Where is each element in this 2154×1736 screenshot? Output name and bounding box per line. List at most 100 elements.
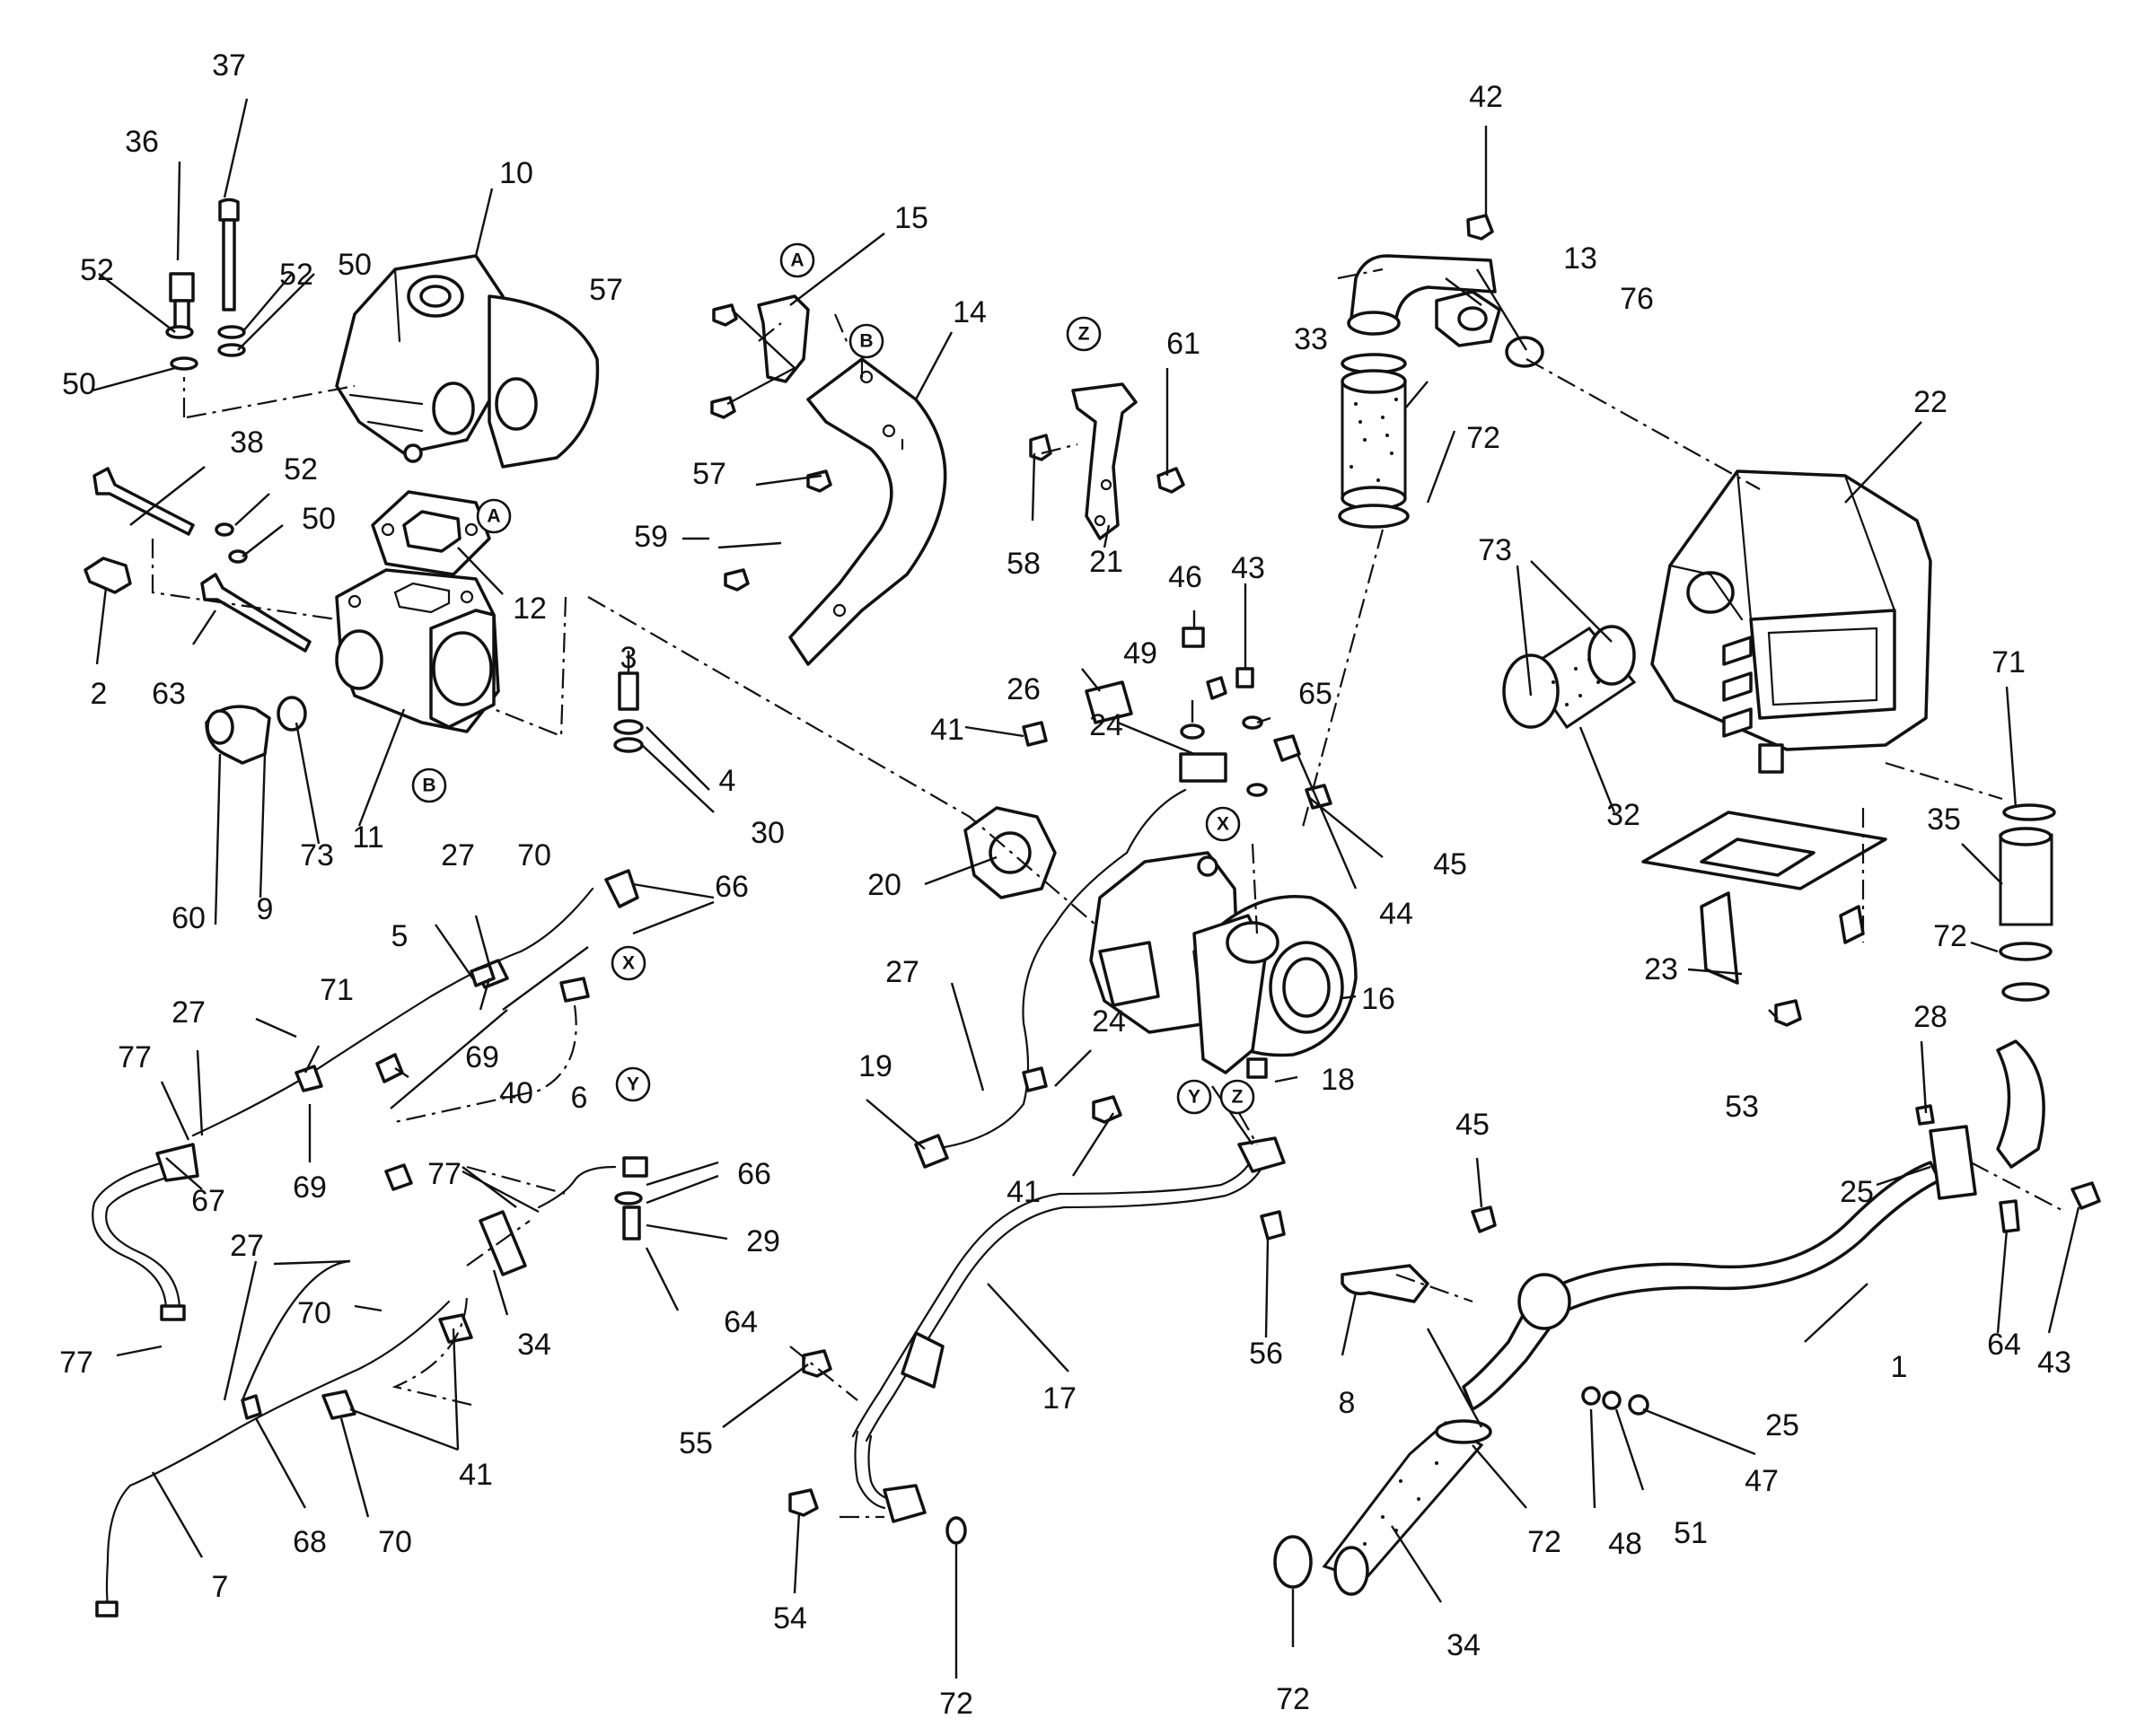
callout-62: 63	[152, 677, 186, 711]
svg-text:A: A	[487, 506, 500, 527]
callout-11: 11	[352, 820, 383, 855]
callout-73: 72	[1466, 421, 1500, 455]
exhaust-pipe-part	[1273, 1039, 2101, 1596]
callout-69: 69	[293, 1170, 327, 1205]
callout-72: 71	[1991, 645, 2026, 679]
svg-text:B: B	[859, 331, 873, 352]
callout-50: 50	[302, 502, 336, 536]
svg-text:Z: Z	[1232, 1087, 1244, 1108]
callout-14: 14	[953, 295, 987, 329]
svg-text:A: A	[790, 250, 804, 271]
callout-28: 28	[1913, 1000, 1947, 1034]
callout-12: 12	[513, 592, 547, 626]
callout-2: 2	[91, 677, 108, 711]
callout-64: 64	[724, 1305, 758, 1339]
callout-25: 25	[1840, 1175, 1874, 1209]
callout-49: 49	[1123, 636, 1157, 671]
turbocharger-part	[1089, 851, 1358, 1079]
callout-9: 9	[257, 892, 274, 926]
callout-72: 72	[1276, 1682, 1310, 1716]
hose-32-part	[1502, 625, 1637, 730]
callout-77: 77	[118, 1040, 152, 1074]
callout-26: 26	[1007, 672, 1041, 706]
callout-71: 71	[320, 973, 354, 1007]
elbow-13-part	[1347, 214, 1544, 368]
fittings-part	[1022, 627, 1332, 810]
callout-15: 15	[894, 201, 928, 235]
callout-52: 52	[279, 258, 313, 292]
hose-36-part	[1999, 803, 2056, 1002]
ref-marker-b: B	[411, 767, 447, 803]
plate-23-part	[1641, 811, 1887, 1027]
callout-27: 27	[441, 838, 475, 872]
callout-71: 70	[517, 838, 551, 872]
manifold-part	[335, 568, 500, 733]
callout-41: 41	[1007, 1175, 1041, 1209]
callout-73: 73	[1478, 533, 1512, 567]
bolts-part	[84, 197, 312, 653]
oil-tube-19-part	[914, 676, 1227, 1169]
reference-markers: A A B B X X Y Y Z Z	[411, 242, 1255, 1115]
callout-66: 66	[715, 870, 749, 904]
callout-66: 66	[737, 1157, 771, 1191]
callout-39: 38	[230, 425, 264, 460]
callout-29: 29	[746, 1224, 780, 1258]
bracket-part	[757, 294, 947, 666]
aftercooler-part	[1650, 469, 1932, 774]
ref-marker-a: A	[779, 242, 815, 278]
callout-50: 50	[62, 367, 96, 401]
callout-22: 22	[1913, 385, 1947, 419]
callout-43: 43	[1231, 551, 1265, 585]
callout-72: 72	[1933, 919, 1967, 953]
callout-1: 1	[1891, 1350, 1908, 1384]
callout-34: 34	[517, 1328, 551, 1362]
callout-48: 48	[1608, 1527, 1642, 1561]
callout-77: 77	[59, 1346, 93, 1380]
ref-marker-z: Z	[1066, 316, 1102, 352]
callout-42: 42	[1469, 80, 1503, 114]
gasket-part	[371, 490, 491, 576]
bracket-21-part	[1029, 382, 1185, 540]
callout-50: 50	[338, 248, 372, 282]
callout-37: 36	[125, 125, 159, 159]
callout-70: 70	[378, 1525, 412, 1559]
callout-25: 25	[1765, 1408, 1799, 1442]
callout-59: 60	[171, 901, 206, 935]
ref-marker-x: X	[1205, 806, 1241, 842]
callout-77: 77	[427, 1157, 462, 1191]
callout-61: 61	[1166, 327, 1200, 361]
callout-68: 68	[293, 1525, 327, 1559]
callout-27: 27	[230, 1229, 264, 1263]
callout-75: 73	[300, 838, 334, 872]
svg-text:B: B	[422, 776, 435, 796]
callout-3: 3	[620, 641, 637, 675]
callout-53: 53	[1725, 1090, 1759, 1124]
callout-51: 51	[1674, 1516, 1708, 1550]
callout-7: 7	[212, 1570, 229, 1604]
callout-74: 72	[939, 1687, 973, 1721]
callout-56: 56	[1249, 1337, 1283, 1371]
callout-45: 46	[1168, 560, 1202, 594]
oil-tube-17-part	[788, 1136, 1286, 1545]
ref-marker-y: Y	[1176, 1079, 1212, 1115]
callout-58: 58	[1007, 547, 1041, 581]
callout-76: 76	[1620, 282, 1654, 316]
callout-20: 20	[867, 868, 901, 902]
callout-8: 8	[1339, 1386, 1356, 1420]
callout-57: 57	[692, 457, 726, 491]
callout-60: 59	[634, 520, 668, 554]
callout-4: 4	[719, 764, 736, 798]
callout-18: 18	[1321, 1063, 1355, 1097]
svg-text:X: X	[622, 953, 635, 974]
callout-numbers: 37 36 10 52 52 50 50 38 52 50 12 2 63 60…	[59, 48, 2071, 1721]
ref-marker-b: B	[848, 323, 884, 359]
svg-text:Z: Z	[1078, 324, 1090, 345]
callout-21: 21	[1089, 545, 1123, 579]
callout-52: 52	[284, 452, 318, 487]
callout-65: 65	[1298, 677, 1332, 711]
callout-54: 54	[773, 1601, 807, 1635]
callout-13: 13	[1563, 241, 1597, 276]
ref-marker-x: X	[611, 945, 646, 981]
elbow-small-part	[205, 696, 307, 765]
